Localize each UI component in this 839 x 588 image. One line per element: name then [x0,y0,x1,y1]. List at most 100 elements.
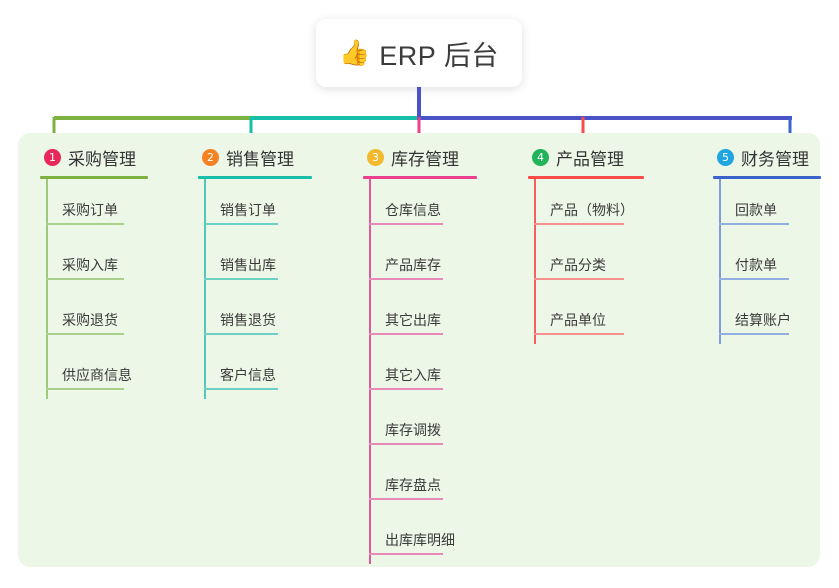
branch-item-rule [46,223,124,225]
branch-item-rule [204,278,278,280]
branch-item-label: 产品单位 [550,312,606,328]
branch-item-list: 产品（物料） 产品分类产品单位 [528,179,644,344]
branch-item-rule [369,443,443,445]
branch-number-badge: 4 [532,148,549,166]
branch-header-rule [363,176,477,179]
branch-spine [369,179,371,564]
branch-item[interactable]: 销售退货 [198,289,312,344]
branch-item[interactable]: 销售出库 [198,234,312,289]
branch-column-4: 4 产品管理产品（物料） 产品分类产品单位 [528,145,644,344]
root-node-card[interactable]: 👍 ERP 后台 [316,19,522,87]
branch-item[interactable]: 其它入库 [363,344,477,399]
branch-item[interactable]: 采购入库 [40,234,148,289]
branch-item[interactable]: 产品库存 [363,234,477,289]
branch-item-rule [369,278,443,280]
branch-item[interactable]: 产品（物料） [528,179,644,234]
branch-item[interactable]: 库存调拨 [363,399,477,454]
branch-item-rule [719,278,789,280]
branch-column-5: 5 财务管理回款单付款单结算账户 [713,145,821,344]
branch-header-rule [528,176,644,179]
diagram-panel [18,133,820,567]
branch-item[interactable]: 供应商信息 [40,344,148,399]
branch-title: 销售管理 [226,149,294,169]
branch-item-rule [719,333,789,335]
branch-header-5[interactable]: 5 财务管理 [713,145,821,169]
branch-spine [46,179,48,399]
branch-item-label: 回款单 [735,202,777,218]
branch-column-2: 2 销售管理销售订单销售出库销售退货客户信息 [198,145,312,399]
branch-item-rule [46,388,124,390]
thumbs-up-icon: 👍 [339,38,371,67]
branch-item-label: 销售出库 [220,257,276,273]
branch-item-label: 库存盘点 [385,477,441,493]
branch-item-label: 结算账户 [735,312,791,328]
branch-item-list: 销售订单销售出库销售退货客户信息 [198,179,312,399]
branch-item-rule [204,333,278,335]
branch-item[interactable]: 付款单 [713,234,821,289]
branch-item-list: 回款单付款单结算账户 [713,179,821,344]
branch-item-rule [534,278,624,280]
branch-item-rule [369,223,443,225]
branch-item[interactable]: 产品单位 [528,289,644,344]
branch-number-badge: 5 [717,148,734,166]
branch-item[interactable]: 回款单 [713,179,821,234]
branch-item[interactable]: 仓库信息 [363,179,477,234]
branch-item-label: 采购入库 [62,257,118,273]
branch-number-badge: 2 [202,148,219,166]
page-title: ERP 后台 [379,40,499,71]
branch-item-label: 销售退货 [220,312,276,328]
branch-header-2[interactable]: 2 销售管理 [198,145,312,169]
branch-item-label: 采购退货 [62,312,118,328]
branch-item-rule [369,388,443,390]
branch-item-label: 客户信息 [220,367,276,383]
branch-header-rule [198,176,312,179]
branch-spine [534,179,536,344]
branch-item-rule [534,333,624,335]
branch-spine [719,179,721,344]
branch-item-rule [204,388,278,390]
branch-item-label: 产品库存 [385,257,441,273]
branch-item-list: 仓库信息产品库存其它出库其它入库库存调拨库存盘点出库库明细 [363,179,477,564]
branch-column-3: 3 库存管理仓库信息产品库存其它出库其它入库库存调拨库存盘点出库库明细 [363,145,477,564]
branch-title: 财务管理 [741,149,809,169]
branch-item[interactable]: 采购订单 [40,179,148,234]
branch-item[interactable]: 其它出库 [363,289,477,344]
branch-header-3[interactable]: 3 库存管理 [363,145,477,169]
branch-item-label: 产品分类 [550,257,606,273]
branch-item-rule [369,553,443,555]
branch-number-badge: 3 [367,148,384,166]
branch-header-4[interactable]: 4 产品管理 [528,145,644,169]
branch-item-rule [46,333,124,335]
branch-header-rule [713,176,821,179]
branch-item-rule [46,278,124,280]
branch-item-label: 产品（物料） [550,202,634,218]
branch-title: 采购管理 [68,149,136,169]
branch-item-label: 供应商信息 [62,367,132,383]
branch-number-badge: 1 [44,148,61,166]
branch-item-rule [534,223,624,225]
branch-item-label: 出库库明细 [385,532,455,548]
branch-header-1[interactable]: 1 采购管理 [40,145,148,169]
branch-item-label: 仓库信息 [385,202,441,218]
branch-title: 库存管理 [391,149,459,169]
branch-item-label: 其它出库 [385,312,441,328]
branch-item-label: 付款单 [735,257,777,273]
branch-item[interactable]: 结算账户 [713,289,821,344]
branch-item-rule [369,498,443,500]
branch-item[interactable]: 库存盘点 [363,454,477,509]
branch-spine [204,179,206,399]
branch-item[interactable]: 销售订单 [198,179,312,234]
branch-item-rule [204,223,278,225]
branch-item-rule [369,333,443,335]
branch-column-1: 1 采购管理采购订单采购入库采购退货供应商信息 [40,145,148,399]
branch-item-label: 销售订单 [220,202,276,218]
branch-item[interactable]: 产品分类 [528,234,644,289]
branch-item-rule [719,223,789,225]
branch-item[interactable]: 出库库明细 [363,509,477,564]
branch-item[interactable]: 采购退货 [40,289,148,344]
branch-item[interactable]: 客户信息 [198,344,312,399]
branch-title: 产品管理 [556,149,624,169]
branch-header-rule [40,176,148,179]
branch-item-label: 采购订单 [62,202,118,218]
